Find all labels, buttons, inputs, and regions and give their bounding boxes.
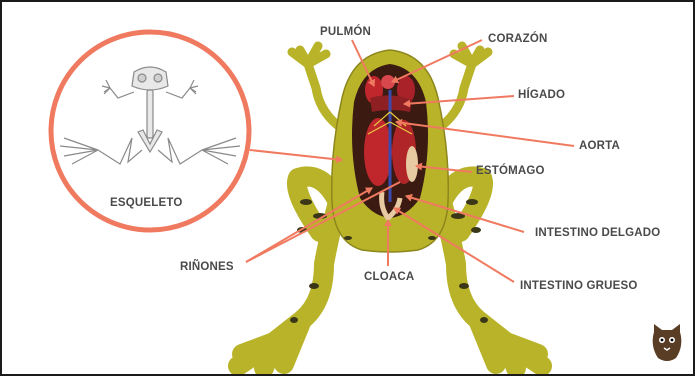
label-cloaca: CLOACA (364, 270, 414, 284)
label-intestino-delgado: INTESTINO DELGADO (535, 226, 660, 240)
skeleton-label: ESQUELETO (110, 196, 183, 210)
label-higado: HÍGADO (518, 88, 565, 102)
label-aorta: AORTA (579, 139, 620, 153)
stomach-shape (406, 146, 418, 182)
label-estomago: ESTÓMAGO (476, 164, 545, 178)
label-intestino-grueso: INTESTINO GRUESO (520, 279, 638, 293)
label-pulmon: PULMÓN (320, 25, 371, 39)
label-corazon: CORAZÓN (488, 32, 548, 46)
frog-illustration (238, 46, 542, 368)
label-rinones: RIÑONES (180, 260, 234, 274)
cat-logo-icon (653, 324, 682, 361)
